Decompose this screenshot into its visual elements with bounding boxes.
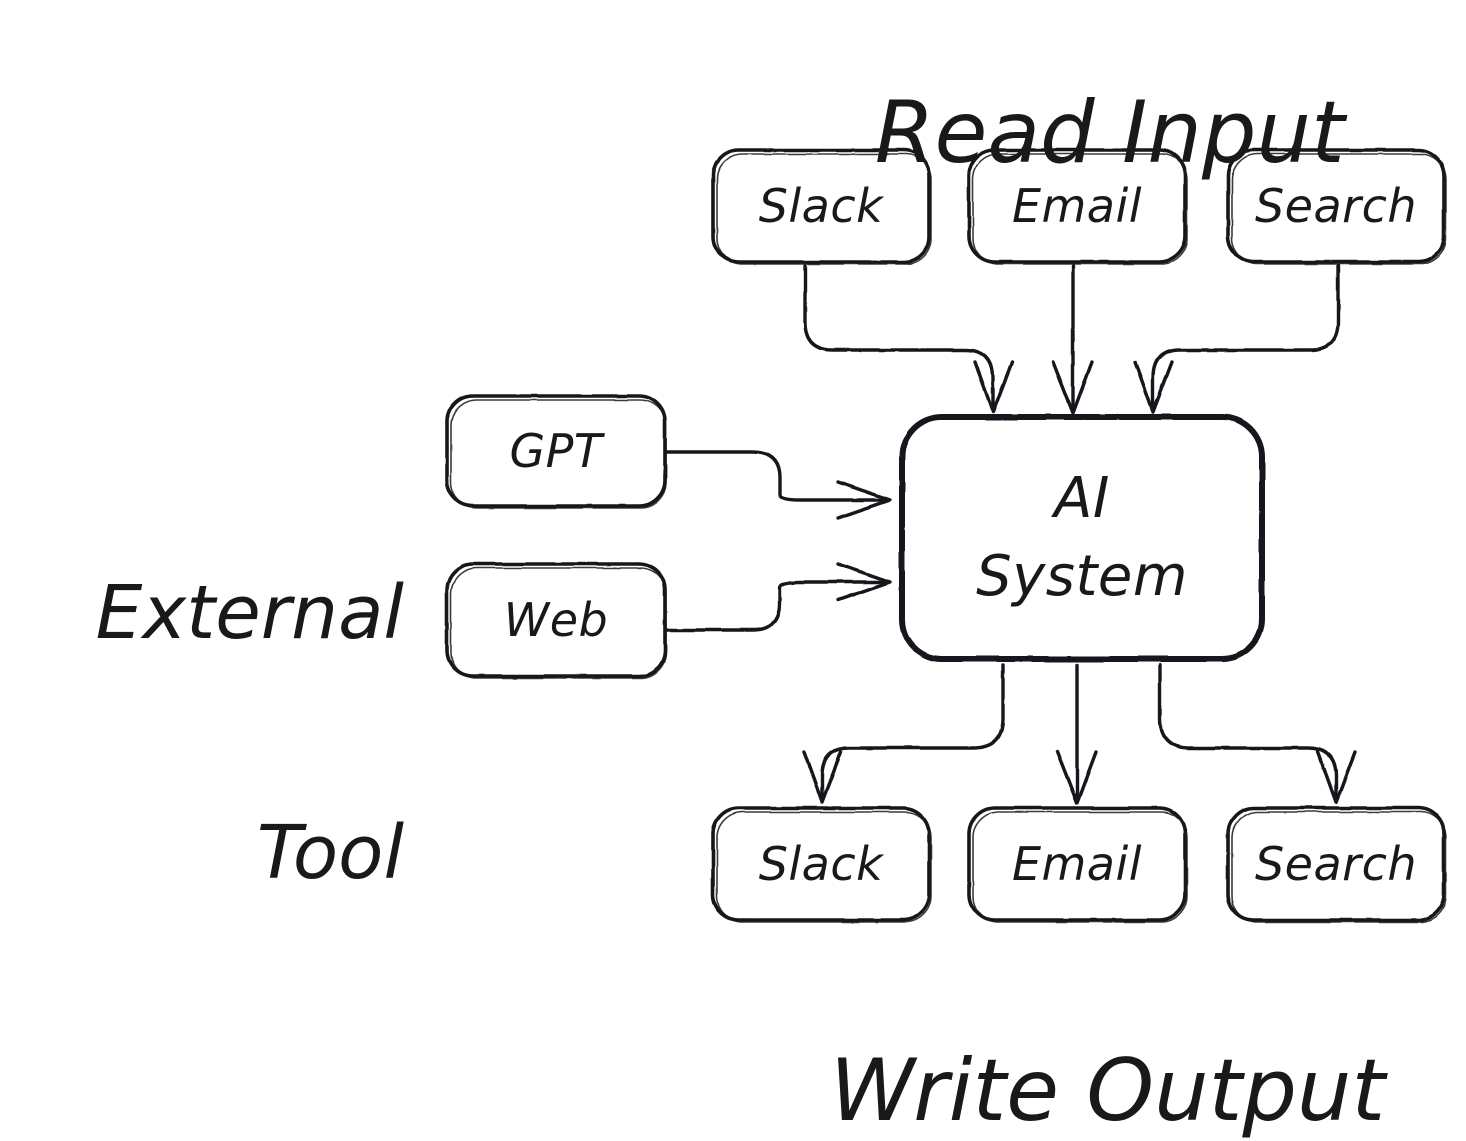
node-tool-gpt-label: GPT <box>509 424 603 478</box>
group-title-read-input: Read Input <box>820 4 1345 176</box>
node-ai-system-label-line1: AI <box>1054 466 1110 531</box>
node-box-output-slack[interactable] <box>711 806 932 923</box>
node-box-output-email[interactable] <box>967 806 1188 923</box>
arrow-slack-to-ai <box>803 264 1014 414</box>
arrow-web-to-ai <box>665 562 892 632</box>
node-output-slack[interactable]: Slack <box>713 808 929 920</box>
node-tool-web-label: Web <box>503 593 609 647</box>
group-title-write-output: Write Output <box>775 962 1385 1134</box>
node-input-email-label: Email <box>1011 179 1143 233</box>
node-tool-gpt[interactable]: GPT <box>447 396 665 506</box>
arrow-ai-to-search <box>1158 663 1357 804</box>
node-input-slack-label: Slack <box>758 179 884 233</box>
node-box-tool-gpt[interactable] <box>445 394 667 509</box>
node-input-search[interactable]: Search <box>1228 150 1444 262</box>
node-input-email[interactable]: Email <box>969 150 1185 262</box>
node-output-search[interactable]: Search <box>1228 808 1444 920</box>
node-output-email[interactable]: Email <box>969 808 1185 920</box>
arrow-ai-to-email <box>1055 663 1098 805</box>
read-input-label: Read Input <box>874 83 1345 183</box>
node-box-ai-system[interactable] <box>899 414 1265 662</box>
arrow-email-to-ai <box>1051 264 1094 415</box>
node-ai-system[interactable]: AI System <box>902 417 1262 659</box>
node-output-slack-label: Slack <box>758 837 884 891</box>
external-tool-label-line1: External <box>95 570 404 656</box>
node-output-search-label: Search <box>1254 837 1418 891</box>
diagram-canvas <box>445 148 1447 923</box>
node-output-email-label: Email <box>1011 837 1143 891</box>
node-box-input-search[interactable] <box>1226 148 1447 265</box>
node-input-slack[interactable]: Slack <box>713 150 929 262</box>
arrow-gpt-to-ai <box>665 450 892 520</box>
external-tool-label-line2: Tool <box>256 810 404 896</box>
node-box-output-search[interactable] <box>1226 806 1447 923</box>
node-tool-web[interactable]: Web <box>447 564 665 676</box>
node-box-input-email[interactable] <box>967 148 1188 265</box>
arrow-ai-to-slack <box>802 663 1005 804</box>
node-input-search-label: Search <box>1254 179 1418 233</box>
node-ai-system-label-line2: System <box>976 544 1188 609</box>
write-output-label: Write Output <box>829 1041 1386 1141</box>
node-box-input-slack[interactable] <box>711 148 932 265</box>
node-box-tool-web[interactable] <box>445 562 667 679</box>
group-title-external-tool: External Tool <box>14 428 404 964</box>
arrow-search-to-ai <box>1133 264 1340 414</box>
